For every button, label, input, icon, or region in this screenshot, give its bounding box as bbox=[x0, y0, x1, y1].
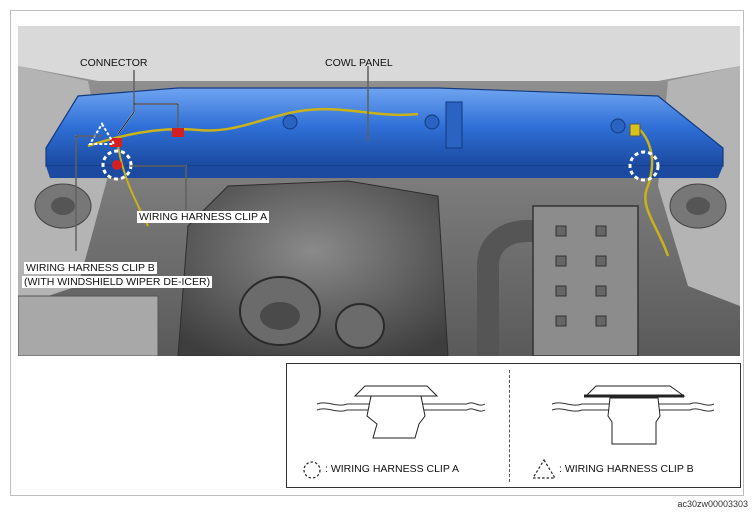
cowl-lower-lip bbox=[46, 166, 723, 178]
connector-left bbox=[110, 138, 122, 147]
clip-a-label: WIRING HARNESS CLIP A bbox=[137, 211, 270, 223]
clip-b-label: WIRING HARNESS CLIP B bbox=[24, 262, 157, 274]
figure-code: ac30zw00003303 bbox=[677, 499, 748, 509]
clip-a-marker-left bbox=[101, 149, 133, 181]
dashed-circle-icon bbox=[303, 461, 321, 479]
connector-right bbox=[629, 123, 641, 137]
dashed-triangle-icon bbox=[531, 458, 557, 479]
battery bbox=[532, 205, 639, 356]
legend-clip-a-label: : WIRING HARNESS CLIP A bbox=[325, 463, 460, 475]
cowl-panel-label: COWL PANEL bbox=[325, 57, 393, 69]
clip-legend: : WIRING HARNESS CLIP A : WIRING HARNESS… bbox=[286, 363, 741, 488]
clip-b-sublabel: (WITH WINDSHIELD WIPER DE-ICER) bbox=[22, 276, 213, 288]
wiring-harness bbox=[87, 107, 419, 148]
windshield-area bbox=[18, 26, 740, 81]
connector-label: CONNECTOR bbox=[80, 57, 148, 69]
clip-b-diagram bbox=[551, 385, 715, 445]
connector-center bbox=[172, 128, 184, 137]
engine-bay-illustration bbox=[18, 26, 740, 356]
legend-clip-b-label: : WIRING HARNESS CLIP B bbox=[559, 463, 694, 475]
clip-b-marker bbox=[88, 122, 116, 145]
clip-a-diagram bbox=[316, 385, 486, 439]
clip-a-marker-right bbox=[628, 150, 660, 182]
legend-divider bbox=[509, 370, 510, 482]
